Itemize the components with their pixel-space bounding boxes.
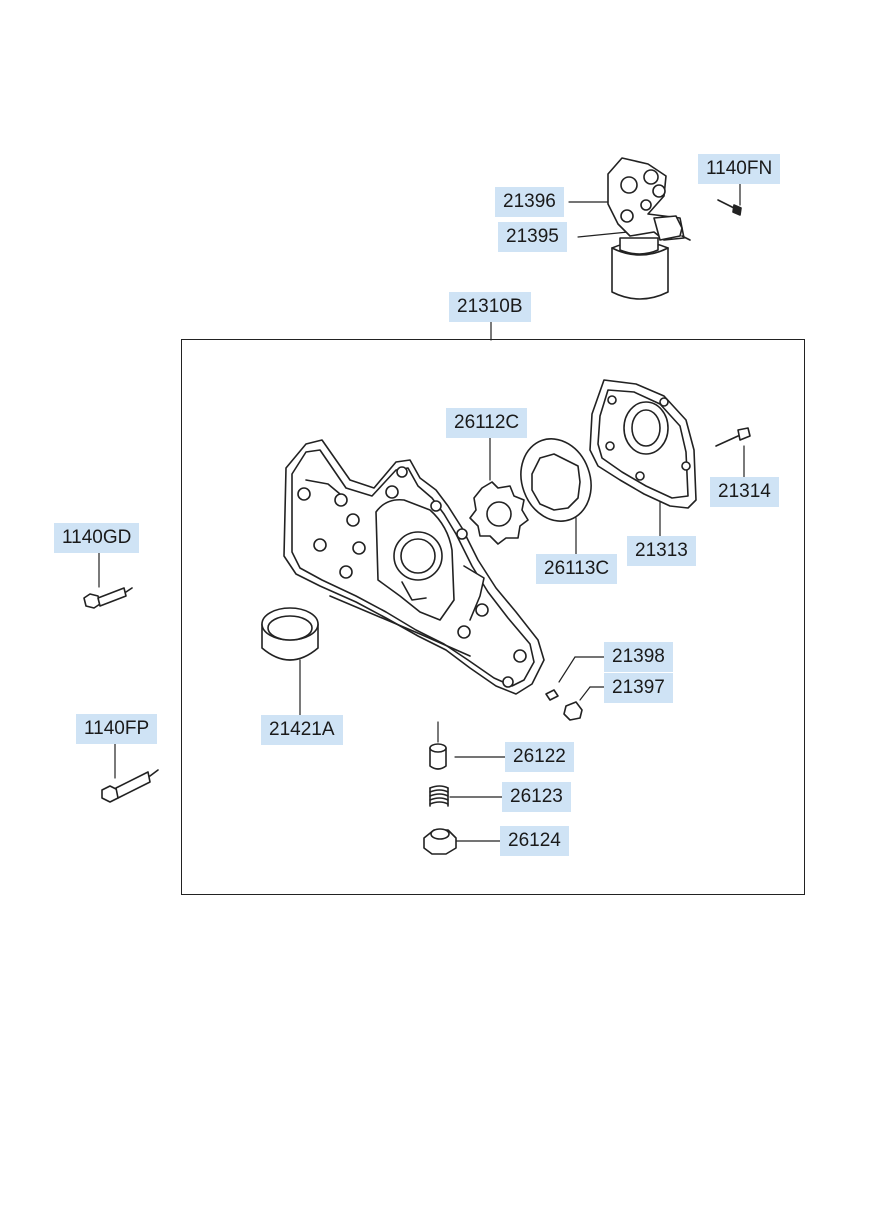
label-21397[interactable]: 21397 [604,673,673,703]
cover-gasket-icon [589,379,697,509]
bolt-1140fn-icon [717,199,742,216]
label-21314[interactable]: 21314 [710,477,779,507]
label-21395[interactable]: 21395 [498,222,567,252]
assembly-frame [181,339,805,895]
label-21310b[interactable]: 21310B [449,292,531,322]
oil-pump-case-icon [283,439,545,695]
label-26123[interactable]: 26123 [502,782,571,812]
outer-rotor-icon [520,438,592,522]
spring-icon [429,785,449,807]
oil-seal-icon [261,607,319,661]
label-21421a[interactable]: 21421A [261,715,343,745]
label-1140fp[interactable]: 1140FP [76,714,158,744]
nut-plug-icon [423,828,457,855]
label-26112c[interactable]: 26112C [446,408,528,438]
label-1140fn[interactable]: 1140FN [698,154,781,184]
label-21396[interactable]: 21396 [495,187,564,217]
plug-icon [545,689,559,701]
label-26124[interactable]: 26124 [500,826,569,856]
leader-lines [98,182,745,842]
screw-icon [715,427,751,447]
inner-rotor-icon [469,481,529,545]
label-21398[interactable]: 21398 [604,642,673,672]
plunger-icon [429,743,447,770]
oil-filter-assembly-icon [607,157,691,300]
label-21313[interactable]: 21313 [627,536,696,566]
label-26113c[interactable]: 26113C [536,554,618,584]
label-26122[interactable]: 26122 [505,742,574,772]
washer-icon [563,701,583,721]
bolt-1140gd-icon [83,587,133,609]
label-1140gd[interactable]: 1140GD [54,523,140,553]
bolt-1140fp-icon [101,769,159,803]
